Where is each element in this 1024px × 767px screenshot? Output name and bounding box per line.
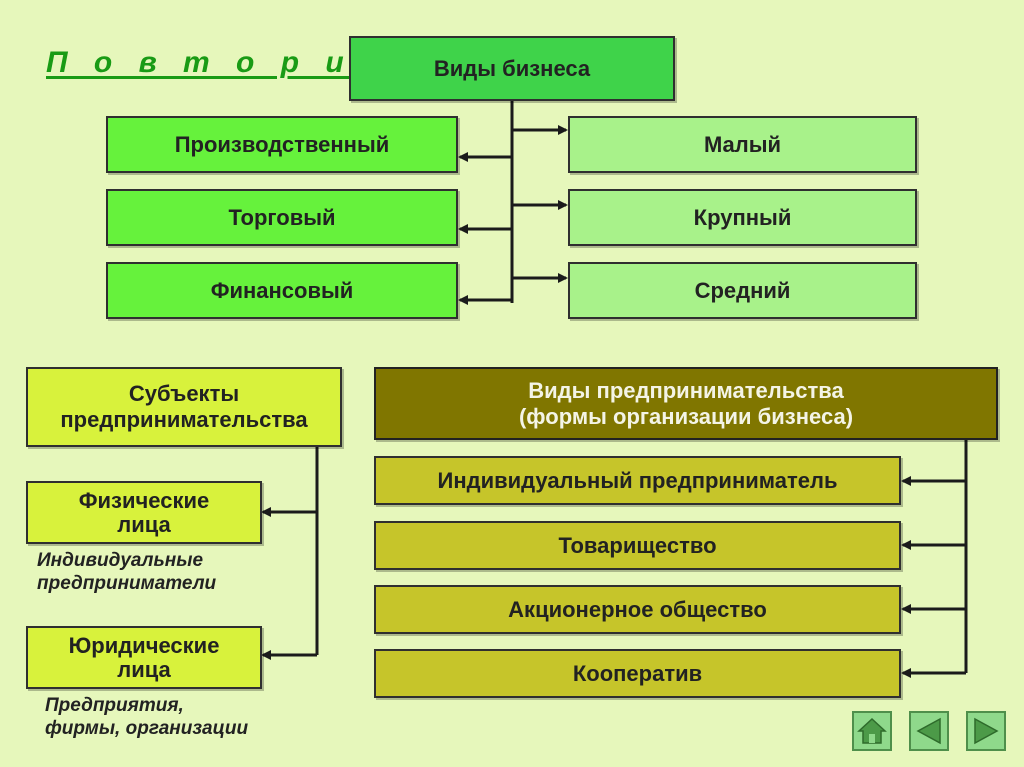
physical-note-line2: предприниматели [37, 573, 217, 594]
physical-note-line1: Индивидуальные [37, 550, 204, 571]
arrow-right-icon [974, 717, 999, 745]
forms-header-line2: (формы организации бизнеса) [518, 403, 854, 429]
legal-persons-note: Предприятия, фирмы, организации [45, 694, 248, 740]
business-types-header: Виды бизнеса [349, 36, 675, 101]
legal-line2: лица [117, 656, 171, 682]
legal-line1: Юридические [68, 632, 220, 658]
legal-note-line2: фирмы, организации [45, 718, 249, 739]
cooperative-box: Кооператив [374, 649, 901, 698]
forms-header-line1: Виды предпринимательства [528, 377, 844, 403]
arrow-left-icon [916, 717, 941, 745]
finance-box: Финансовый [106, 262, 458, 319]
large-box: Крупный [568, 189, 917, 246]
physical-persons-note: Индивидуальные предприниматели [37, 549, 216, 595]
physical-line1: Физические [78, 487, 210, 513]
trade-box: Торговый [106, 189, 458, 246]
partnership-box: Товарищество [374, 521, 901, 570]
home-button[interactable] [852, 711, 892, 751]
subjects-header: Субъекты предпринимательства [26, 367, 342, 447]
previous-button[interactable] [909, 711, 949, 751]
next-button[interactable] [966, 711, 1006, 751]
medium-box: Средний [568, 262, 917, 319]
home-icon [857, 717, 887, 744]
subjects-header-line2: предпринимательства [60, 407, 308, 432]
physical-persons-box: Физические лица [26, 481, 262, 544]
subjects-header-line1: Субъекты [128, 381, 240, 406]
physical-line2: лица [117, 511, 171, 537]
legal-persons-box: Юридические лица [26, 626, 262, 689]
small-box: Малый [568, 116, 917, 173]
joint-stock-company-box: Акционерное общество [374, 585, 901, 634]
legal-note-line1: Предприятия, [45, 695, 184, 716]
production-box: Производственный [106, 116, 458, 173]
forms-header: Виды предпринимательства (формы организа… [374, 367, 998, 440]
individual-entrepreneur-box: Индивидуальный предприниматель [374, 456, 901, 505]
